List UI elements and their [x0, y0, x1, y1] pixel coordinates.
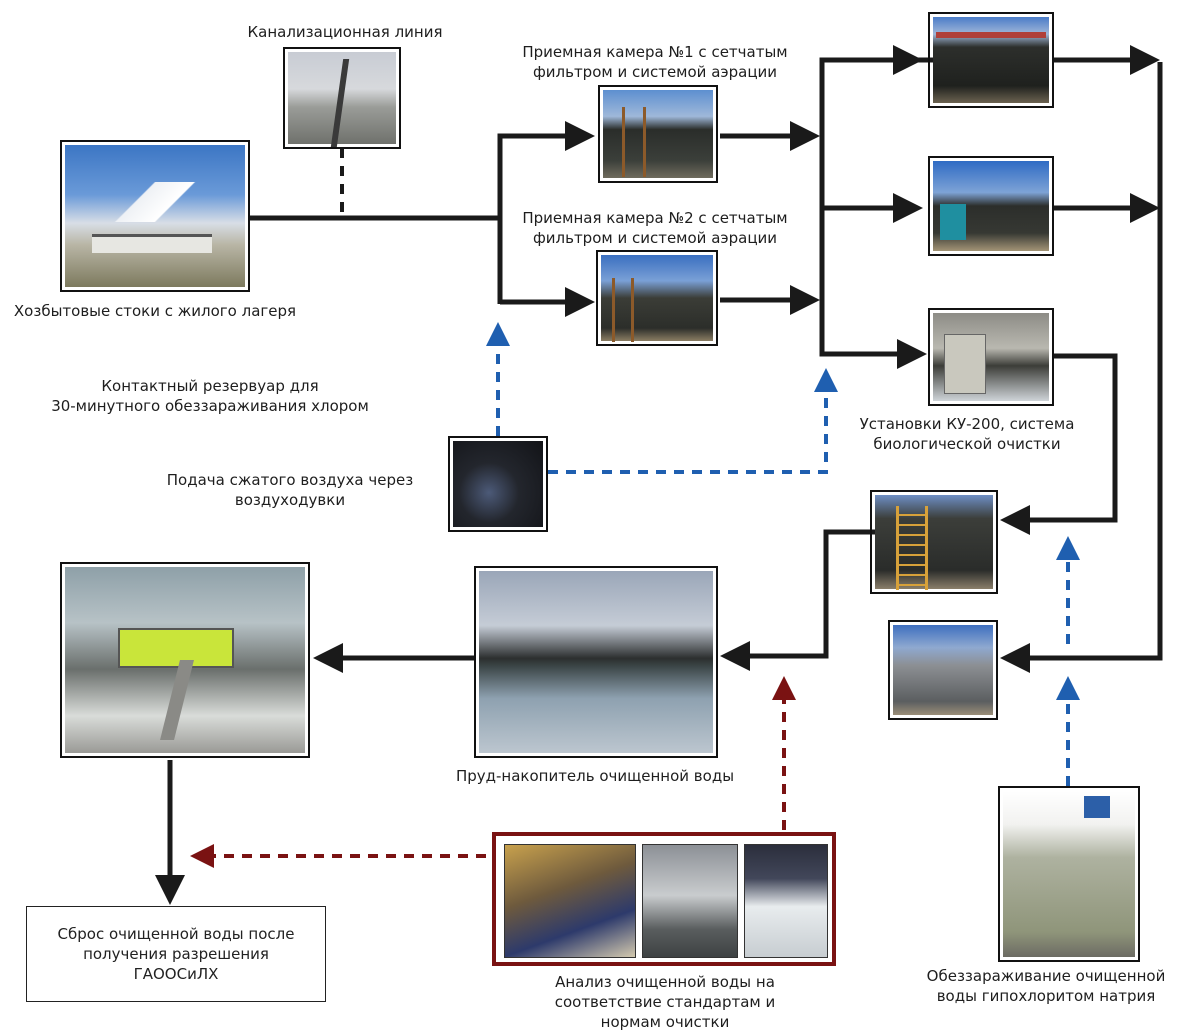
air-blower-photo [448, 436, 548, 532]
chamber1-photo [598, 85, 718, 183]
hypochlorite-tank-photo [998, 786, 1140, 962]
chamber1-label: Приемная камера №1 с сетчатым фильтром и… [522, 43, 788, 81]
hypochlorite-label: Обеззараживание очищенной воды гипохлори… [926, 967, 1166, 1005]
camp-photo [60, 140, 250, 292]
biounit1-photo [928, 12, 1054, 108]
lab-photo-3 [744, 844, 828, 958]
lab-photo-1 [504, 844, 636, 958]
analysis-lines [190, 676, 796, 868]
chamber2-photo [596, 250, 718, 346]
lab-photo-2 [642, 844, 738, 958]
pond-label: Пруд-накопитель очищенной воды [455, 767, 735, 785]
main-flow-lines [155, 45, 1163, 905]
discharge-photo [60, 562, 310, 758]
storage-tank-photo [888, 620, 998, 720]
contact-tank-photo [870, 490, 998, 594]
ku200-label: Установки КУ-200, система биологической … [859, 415, 1075, 453]
sewer-line-photo [283, 47, 401, 149]
ku200-photo [928, 308, 1054, 406]
analysis-label: Анализ очищенной воды на соответствие ст… [554, 973, 776, 1031]
discharge-box: Сброс очищенной воды после получения раз… [26, 906, 326, 1002]
sewer-line-label: Канализационная линия [247, 23, 443, 41]
biounit2-photo [928, 156, 1054, 256]
air-supply-label: Подача сжатого воздуха через воздуходувк… [166, 471, 414, 509]
analysis-photo-group [492, 832, 836, 966]
contact-tank-label: Контактный резервуар для 30-минутного об… [51, 377, 369, 415]
pond-photo [474, 566, 718, 758]
air-supply-lines [486, 322, 1080, 786]
chamber2-label: Приемная камера №2 с сетчатым фильтром и… [522, 209, 788, 247]
domestic-sewage-label: Хозбытовые стоки с жилого лагеря [13, 302, 297, 320]
